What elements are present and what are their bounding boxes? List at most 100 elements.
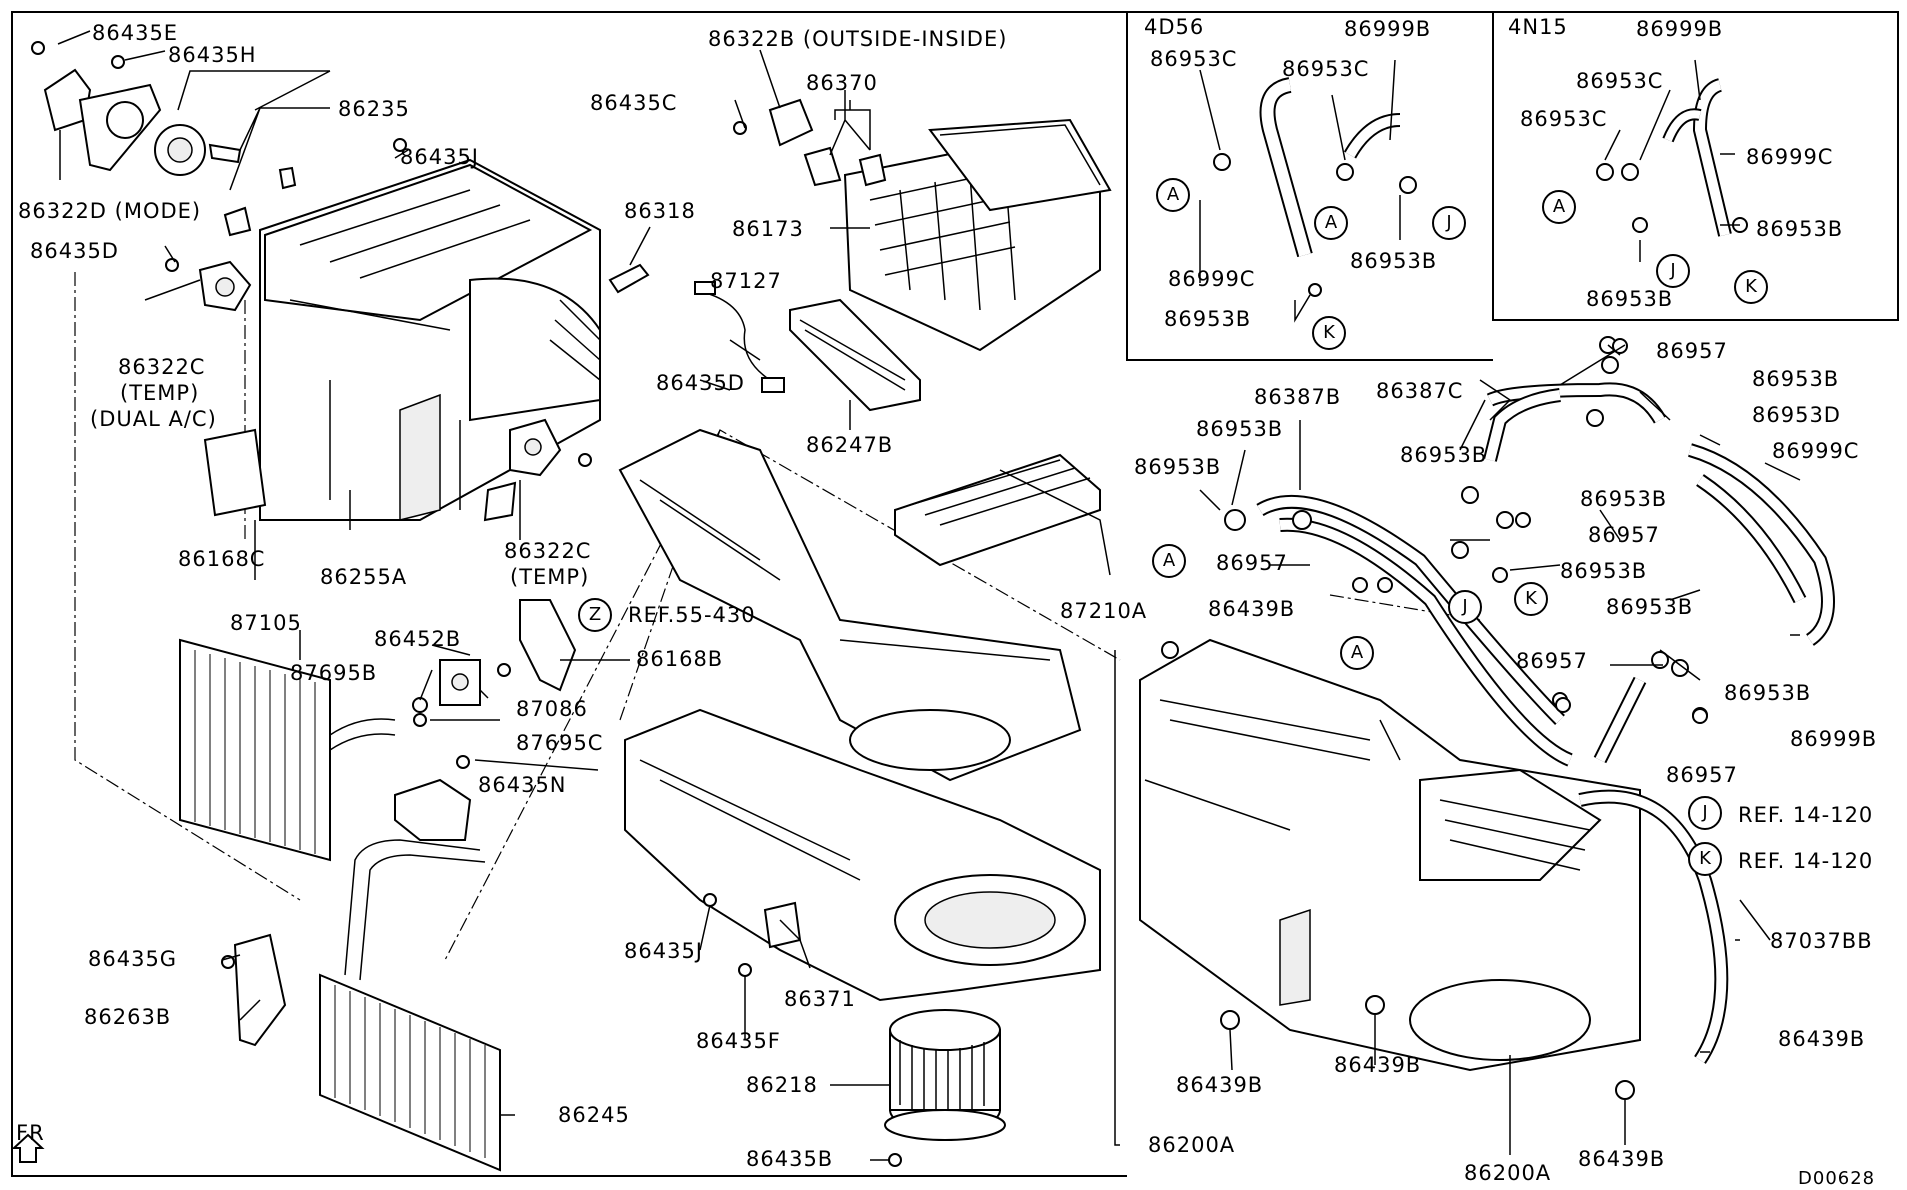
filter-cover-86247B — [789, 298, 921, 412]
resistor-86371 — [763, 901, 802, 949]
temp-actuator-mid — [483, 418, 562, 522]
pad-86168C — [203, 428, 267, 517]
heater-unit-86255A — [259, 158, 601, 521]
label-86435N: 86435N — [478, 773, 567, 797]
label-86245: 86245 — [558, 1103, 630, 1127]
label-4n15-86953B-a: 86953B — [1756, 217, 1844, 241]
label-86953D: 86953D — [1752, 403, 1841, 427]
callout-J-4d56: J — [1432, 206, 1466, 240]
label-86953B-d: 86953B — [1400, 443, 1488, 467]
callout-K-4n15: K — [1734, 270, 1768, 304]
label-86435J: 86435J — [400, 145, 479, 169]
label-ref-14-120-J: REF. 14-120 — [1738, 803, 1874, 827]
label-86435B: 86435B — [746, 1147, 834, 1171]
label-4d56: 4D56 — [1144, 15, 1205, 39]
label-87127: 87127 — [710, 269, 782, 293]
label-86953B-g: 86953B — [1606, 595, 1694, 619]
label-86247B: 86247B — [806, 433, 894, 457]
label-86263B: 86263B — [84, 1005, 172, 1029]
label-86322D: 86322D (MODE) — [18, 199, 202, 223]
label-4d56-86953C-a: 86953C — [1150, 47, 1238, 71]
label-86435J-mid: 86435J — [624, 939, 703, 963]
guide-line-left — [74, 272, 301, 901]
label-86953B-c: 86953B — [1134, 455, 1222, 479]
label-87037BB: 87037BB — [1770, 929, 1873, 953]
blower-fan-86218 — [884, 1009, 1006, 1141]
callout-A-right: A — [1152, 544, 1186, 578]
label-86435D-mid: 86435D — [656, 371, 745, 395]
callout-K-4d56: K — [1312, 316, 1346, 350]
label-86387C: 86387C — [1376, 379, 1464, 403]
label-4n15-86953C-b: 86953C — [1520, 107, 1608, 131]
callout-A-4n15: A — [1542, 190, 1576, 224]
label-ref-14-120-K: REF. 14-120 — [1738, 849, 1874, 873]
label-86957-top: 86957 — [1656, 339, 1728, 363]
main-frame — [11, 11, 1127, 1177]
bracket-86263B — [233, 933, 287, 1047]
label-86200A: 86200A — [1148, 1133, 1236, 1157]
damper-actuators-86370 — [768, 98, 887, 187]
label-4n15: 4N15 — [1508, 15, 1568, 39]
label-86439B-d: 86439B — [1578, 1147, 1666, 1171]
label-87695C: 87695C — [516, 731, 604, 755]
label-temp: (TEMP) — [120, 381, 200, 405]
label-86255A: 86255A — [320, 565, 408, 589]
harness-87127 — [694, 281, 785, 393]
label-86322C-mid: 86322C — [504, 539, 592, 563]
label-86957-mid: 86957 — [1588, 523, 1660, 547]
callout-K-right: K — [1514, 582, 1548, 616]
label-86957-b: 86957 — [1516, 649, 1588, 673]
hoses-right — [1256, 382, 1835, 1064]
label-86168B: 86168B — [636, 647, 724, 671]
label-86322B: 86322B (OUTSIDE-INSIDE) — [708, 27, 1008, 51]
callout-J-4n15: J — [1656, 254, 1690, 288]
label-86435H: 86435H — [168, 43, 257, 67]
callout-A-4d56-a: A — [1156, 178, 1190, 212]
label-86999B: 86999B — [1790, 727, 1878, 751]
label-4d56-86953B-a: 86953B — [1350, 249, 1438, 273]
leader-lines — [57, 30, 1801, 1161]
label-86439B-a: 86439B — [1778, 1027, 1866, 1051]
label-87695B: 87695B — [290, 661, 378, 685]
label-86218: 86218 — [746, 1073, 818, 1097]
label-86439B-top: 86439B — [1208, 597, 1296, 621]
callout-J-right: J — [1448, 590, 1482, 624]
temp-actuator-left — [198, 260, 252, 312]
expansion-valve-87086 — [412, 659, 481, 727]
label-4d56-86999C: 86999C — [1168, 267, 1256, 291]
label-86953B-e: 86953B — [1580, 487, 1668, 511]
gasket-86168B — [519, 599, 577, 692]
label-86371: 86371 — [784, 987, 856, 1011]
label-87210A: 87210A — [1060, 599, 1148, 623]
label-86953B-f: 86953B — [1560, 559, 1648, 583]
label-86953B-a: 86953B — [1752, 367, 1840, 391]
hoses-4d56 — [1213, 77, 1417, 297]
label-86439B-b: 86439B — [1334, 1053, 1422, 1077]
label-86173: 86173 — [732, 217, 804, 241]
callout-J-ref: J — [1688, 796, 1722, 830]
label-4d56-86953B-b: 86953B — [1164, 307, 1252, 331]
label-temp-mid: (TEMP) — [510, 565, 590, 589]
screws — [31, 41, 1708, 1167]
label-dual-ac: (DUAL A/C) — [90, 407, 217, 431]
intake-case-86173 — [843, 118, 1112, 352]
callout-K-ref: K — [1688, 842, 1722, 876]
label-86435D: 86435D — [30, 239, 119, 263]
guide-line-housing — [619, 429, 1121, 721]
label-86439B-c: 86439B — [1176, 1073, 1264, 1097]
sensor-86318 — [608, 263, 650, 294]
callout-A-unit: A — [1340, 636, 1374, 670]
air-filter-87210A — [894, 453, 1101, 567]
label-fr: FR — [16, 1121, 45, 1145]
evaporator-86245 — [319, 778, 501, 1172]
label-4d56-86999B: 86999B — [1344, 17, 1432, 41]
mode-actuator-parts — [43, 68, 297, 237]
label-86999C: 86999C — [1772, 439, 1860, 463]
inset-frame-4n15 — [1127, 11, 1899, 321]
label-4n15-86999B: 86999B — [1636, 17, 1724, 41]
front-arrow-icon — [11, 1133, 45, 1163]
label-86387B: 86387B — [1254, 385, 1342, 409]
callout-Z: Z — [578, 598, 612, 632]
